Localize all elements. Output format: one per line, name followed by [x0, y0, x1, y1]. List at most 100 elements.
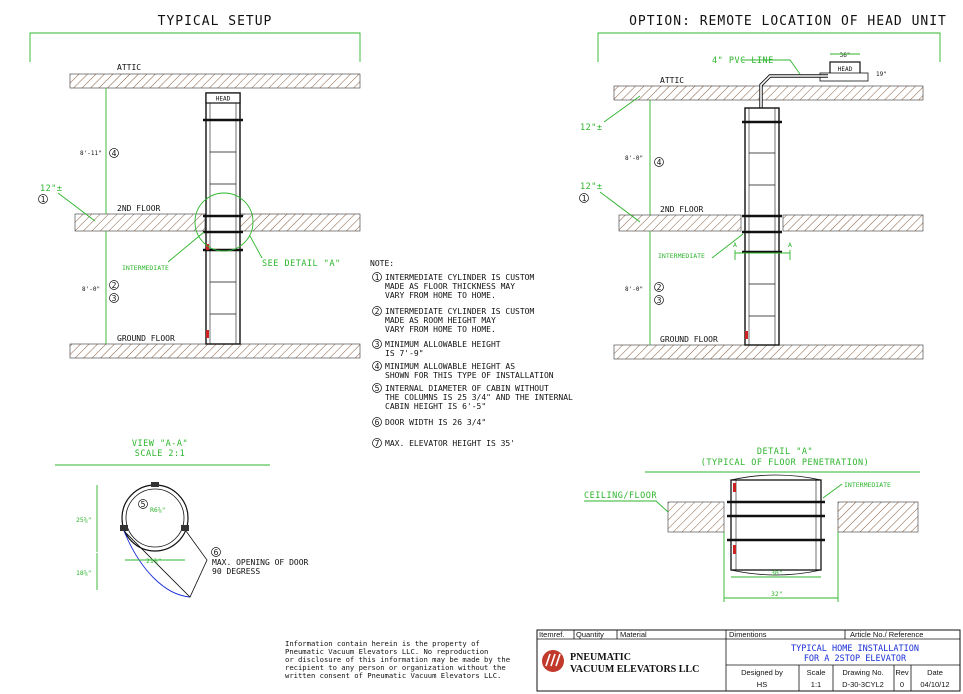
detail-dim-inner: 30" [771, 569, 783, 577]
note-number-circle [372, 417, 382, 427]
attic-label-right: ATTIC [660, 76, 684, 85]
note-line: SHOWN FOR THIS TYPE OF INSTALLATION [385, 371, 554, 380]
section-mark-left: A [733, 241, 737, 249]
elevator-column-right [742, 107, 782, 346]
note-number-circle [372, 383, 382, 393]
second-floor-slab-right-r [782, 214, 924, 232]
floor-thickness-label: 12"± [40, 184, 62, 194]
note-line: MINIMUM ALLOWABLE HEIGHT AS [385, 362, 515, 371]
scale-label: Scale [807, 668, 826, 677]
company-name-2: VACUUM ELEVATORS LLC [570, 664, 699, 675]
intermediate-label: INTERMEDIATE [122, 264, 169, 272]
note-line: IS 7'-9" [385, 349, 424, 358]
note-number-circle [372, 339, 382, 349]
note-line: DOOR WIDTH IS 26 3/4" [385, 418, 486, 427]
door-note-2: 90 DEGRESS [212, 567, 260, 576]
detail-a: DETAIL "A" (TYPICAL OF FLOOR PENETRATION… [584, 447, 920, 602]
title-bracket-right [597, 32, 941, 62]
ground-floor-label: GROUND FLOOR [117, 334, 175, 343]
callout-2: 2 [112, 281, 117, 290]
attic-slab-right [613, 85, 924, 101]
note-line: VARY FROM HOME TO HOME. [385, 325, 496, 334]
col-dimentions: Dimentions [729, 630, 767, 639]
note-number: 1 [375, 273, 380, 282]
attic-label: ATTIC [117, 63, 141, 72]
callout-3: 3 [112, 294, 117, 303]
view-aa: VIEW "A-A" SCALE 2:1 25⅝" 18⅝" R6⅝" 21⅞"… [55, 439, 309, 598]
company-name-1: PNEUMATIC [570, 652, 631, 663]
ground-floor-slab-right [613, 344, 924, 360]
callout-2-right: 2 [657, 283, 662, 292]
date-value: 04/10/12 [920, 680, 949, 689]
floor-thickness-label-right: 12"± [580, 182, 602, 192]
designed-by-value: HS [757, 680, 767, 689]
floor-thickness-leader-right [599, 191, 641, 223]
note-line: MAX. ELEVATOR HEIGHT IS 35' [385, 439, 515, 448]
company-logo [542, 650, 564, 672]
detail-a-title: DETAIL "A" [757, 447, 813, 457]
section-mark-right: A [788, 241, 792, 249]
second-floor-slab-left-r [618, 214, 742, 232]
designed-by-label: Designed by [741, 668, 783, 677]
dim-left: 25⅝" [76, 516, 92, 524]
view-aa-scale: SCALE 2:1 [135, 449, 186, 459]
lower-height-dim: 8'-0" [82, 286, 100, 293]
note-line: INTERMEDIATE CYLINDER IS CUSTOM [385, 273, 534, 282]
ceiling-floor-label: CEILING/FLOOR [584, 491, 657, 501]
note-line: MINIMUM ALLOWABLE HEIGHT [385, 340, 501, 349]
legal-line-2: Pneumatic Vacuum Elevators LLC. No repro… [285, 647, 488, 656]
legal-notice: Information contain herein is the proper… [285, 639, 510, 680]
legal-line-4: recipient to any person or organization … [285, 663, 506, 672]
col-quantity: Quantity [576, 630, 604, 639]
rev-value: 0 [900, 680, 904, 689]
callout-4: 4 [112, 149, 117, 158]
remote-head-view: OPTION: REMOTE LOCATION OF HEAD UNIT ATT… [579, 14, 946, 360]
note-line: THE COLUMNS IS 25 3/4" AND THE INTERNAL [385, 393, 573, 402]
callout-1-right: 1 [582, 194, 587, 203]
note-line: INTERNAL DIAMETER OF CABIN WITHOUT [385, 384, 549, 393]
legal-line-1: Information contain herein is the proper… [285, 639, 480, 648]
elevator-column: HEAD [203, 92, 243, 345]
upper-height-dim: 8'-11" [80, 150, 102, 157]
detail-a-subtitle: (TYPICAL OF FLOOR PENETRATION) [701, 458, 870, 468]
attic-thickness-label: 12"± [580, 123, 602, 133]
second-floor-slab-right [239, 213, 361, 232]
second-floor-label: 2ND FLOOR [117, 204, 161, 213]
ground-floor-slab [69, 343, 361, 359]
callout-4-right: 4 [657, 158, 662, 167]
note-number-circle [372, 272, 382, 282]
note-number: 5 [375, 384, 380, 393]
scale-value: 1:1 [811, 680, 821, 689]
note-number: 6 [375, 418, 380, 427]
callout-6: 6 [214, 548, 219, 557]
typical-setup-view: TYPICAL SETUP ATTIC 2ND FLOOR GROUND FLO… [29, 14, 361, 359]
callout-3-right: 3 [657, 296, 662, 305]
detail-cylinder [730, 479, 822, 571]
drawing-title-2: FOR A 2STOP ELEVATOR [804, 654, 907, 664]
remote-head-height: 19" [876, 71, 887, 78]
note-number: 7 [375, 439, 380, 448]
attic-thickness-leader [603, 95, 641, 123]
lower-height-dim-right: 8'-0" [625, 286, 643, 293]
title-block: Itemref. Quantity Material Dimentions Ar… [536, 629, 961, 692]
col-material: Material [620, 630, 647, 639]
detail-dim-outer: 32" [771, 590, 783, 598]
note-number-circle [372, 361, 382, 371]
remote-head-label: HEAD [838, 66, 853, 73]
note-number: 4 [375, 362, 380, 371]
typical-setup-title: TYPICAL SETUP [158, 14, 273, 29]
detail-floor-left [667, 501, 725, 533]
dim-inner-radius: R6⅝" [150, 506, 166, 514]
dim-door: 21⅞" [146, 557, 162, 565]
col-article: Article No./ Reference [850, 630, 923, 639]
callout-5: 5 [141, 500, 146, 509]
second-floor-label-right: 2ND FLOOR [660, 205, 704, 214]
pvc-line-label: 4" PVC LINE [712, 56, 774, 66]
note-number-circle [372, 438, 382, 448]
rev-label: Rev [895, 668, 909, 677]
upper-height-dim-right: 8'-0" [625, 155, 643, 162]
drawing-title-1: TYPICAL HOME INSTALLATION [791, 644, 919, 654]
